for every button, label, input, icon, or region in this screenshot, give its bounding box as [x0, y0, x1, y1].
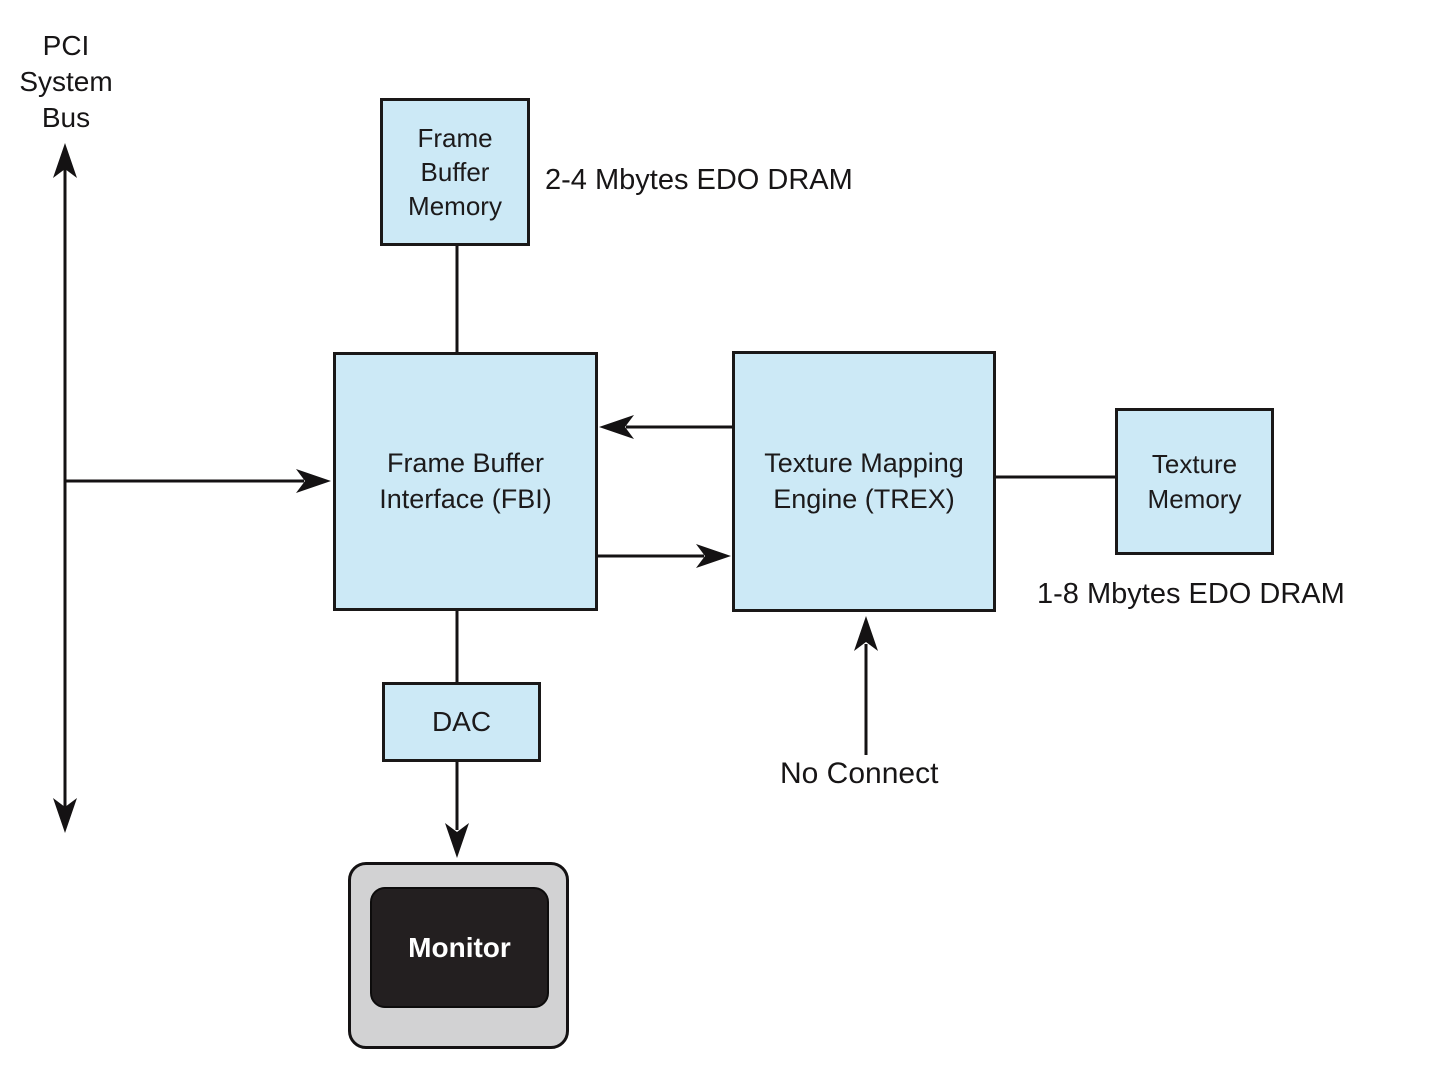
dac-to-monitor-arrowhead-down	[445, 823, 469, 858]
frame-buffer-dram-label: 2-4 Mbytes EDO DRAM	[545, 164, 853, 196]
texture-dram-label: 1-8 Mbytes EDO DRAM	[1037, 578, 1345, 610]
no-connect-label: No Connect	[780, 757, 939, 790]
texture-memory-node: Texture Memory	[1115, 408, 1274, 555]
trex-to-fbi-arrowhead-left	[599, 415, 634, 439]
fbi-to-trex-arrowhead-right	[696, 544, 731, 568]
pci-system-bus-label: PCI System Bus	[19, 30, 113, 133]
dac-node: DAC	[382, 682, 541, 762]
no-connect-arrowhead-up	[854, 616, 878, 651]
frame-buffer-interface-node: Frame Buffer Interface (FBI)	[333, 352, 598, 611]
monitor-screen: Monitor	[370, 887, 549, 1008]
frame-buffer-memory-node: Frame Buffer Memory	[380, 98, 530, 246]
pci-bus-arrowhead-down	[53, 798, 77, 833]
texture-mapping-engine-node: Texture Mapping Engine (TREX)	[732, 351, 996, 612]
pci-to-fbi-arrowhead-right	[296, 469, 331, 493]
pci-bus-arrowhead-up	[53, 143, 77, 178]
monitor-node: Monitor	[348, 862, 569, 1049]
